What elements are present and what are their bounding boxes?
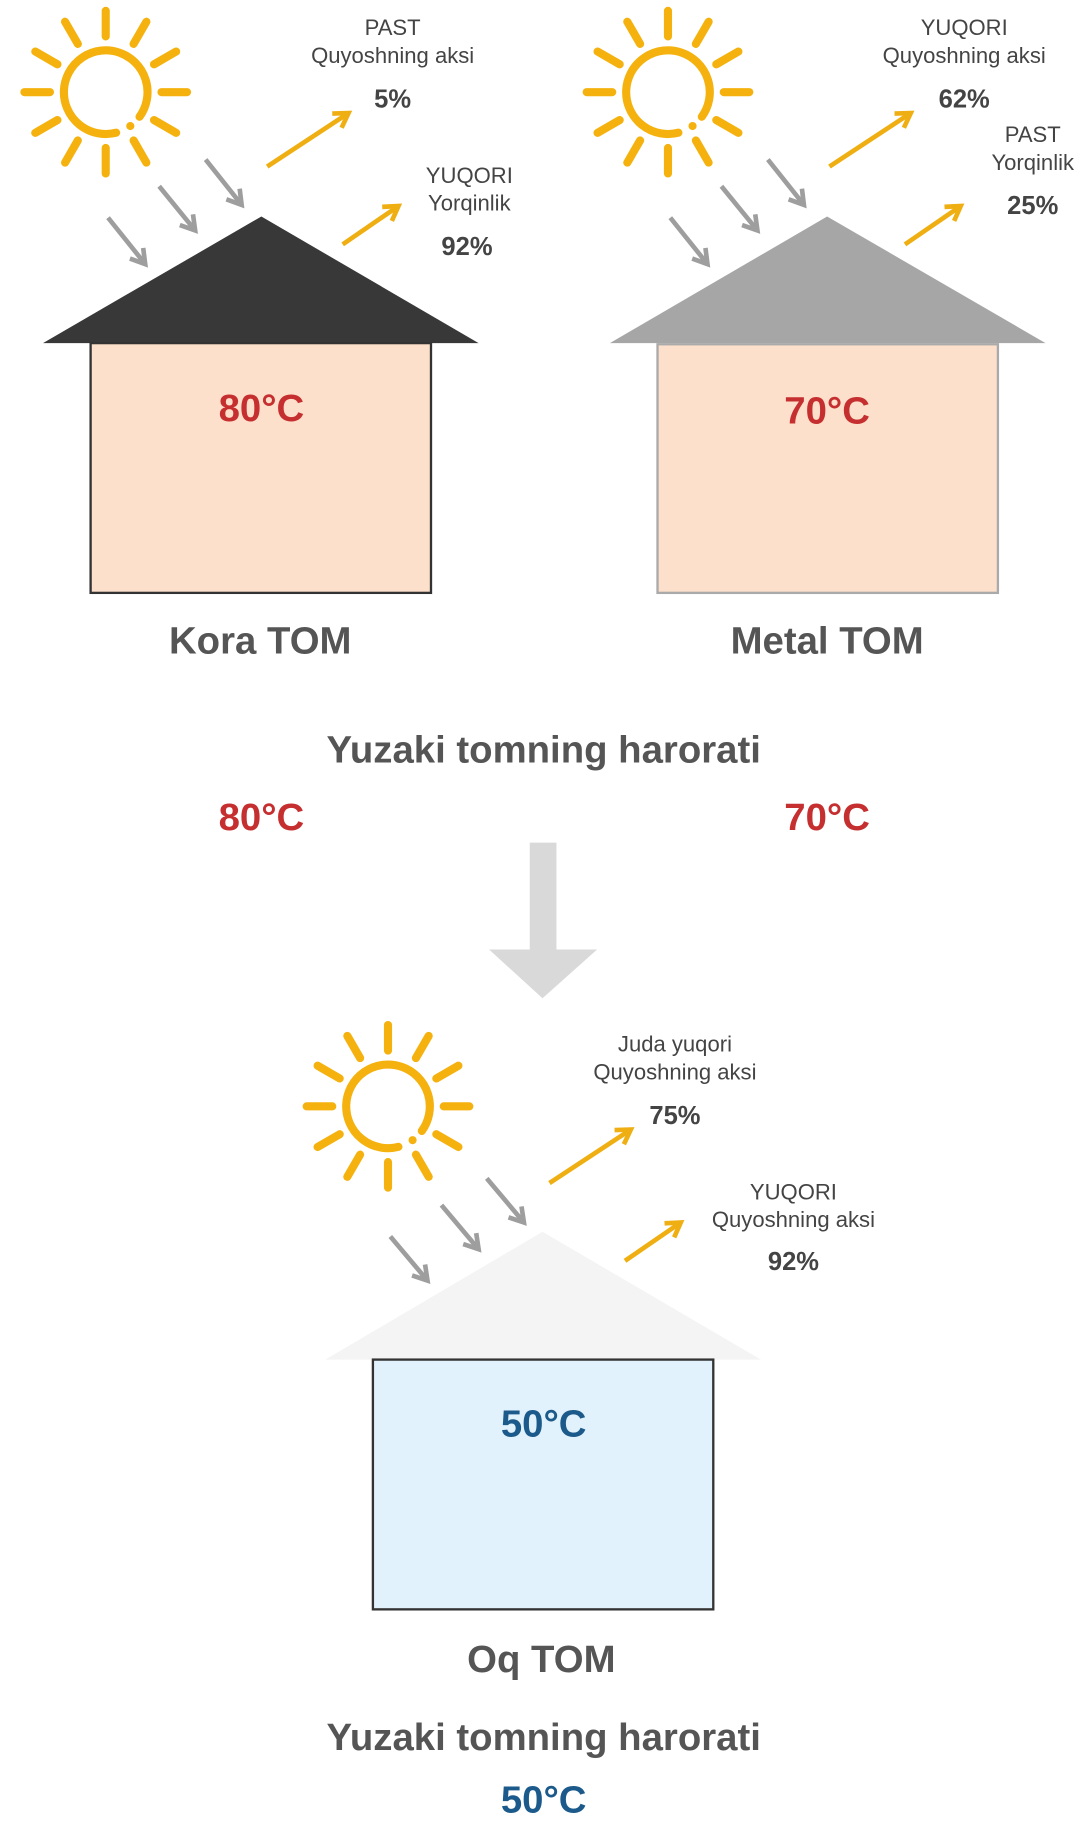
house-wall [89,341,433,595]
reflected-arrow-icon [341,203,403,247]
reflected-arrow-icon [265,110,353,169]
incoming-sunlight-arrow-icon [484,1176,527,1226]
reflect-level: PAST [365,15,421,40]
comparison-heading: Yuzaki tomning harorati [326,728,760,771]
roof-metal [609,216,1046,344]
inside-temp: 70°C [784,389,870,432]
down-arrow-icon [489,842,598,999]
reflected-arrow-icon [828,110,915,169]
sun-icon [302,1020,474,1192]
reflected-arrow-icon [903,203,965,247]
house-label: Metal TOM [731,619,924,662]
roof-white [325,1231,761,1360]
house-label: Kora TOM [169,619,351,662]
inside-temp: 80°C [219,387,305,430]
reflect-pct: 75% [649,1102,700,1130]
incoming-sunlight-arrow-icon [766,158,807,209]
reflect-pct: 62% [939,85,990,113]
reflected-arrow-icon [548,1127,635,1185]
incoming-sunlight-arrow-icon [719,184,761,234]
second-pct: 92% [768,1248,819,1276]
house-black-roof: 80°C Kora TOM PAST Quyoshning aksi 5% YU… [42,15,513,662]
second-level: YUQORI [426,163,513,188]
reflect-pct: 5% [374,85,411,113]
reflect-label: Quyoshning aksi [883,43,1046,68]
incoming-sunlight-arrow-icon [157,184,198,234]
second-label: Quyoshning aksi [712,1207,875,1232]
second-label: Yorqinlik [991,150,1075,175]
incoming-sunlight-arrow-icon [388,1234,431,1284]
incoming-sunlight-arrow-icon [203,158,245,209]
second-label: Yorqinlik [428,191,512,216]
second-level: YUQORI [750,1179,837,1204]
result-temp: 50°C [501,1779,587,1822]
house-wall [656,343,1000,595]
house-wall [371,1358,715,1611]
sun-icon [582,6,754,178]
incoming-sunlight-arrow-icon [439,1203,482,1253]
house-label: Oq TOM [467,1638,615,1681]
sun-icon [20,6,192,178]
inside-temp: 50°C [501,1402,587,1445]
house-metal-roof: 70°C Metal TOM YUQORI Quyoshning aksi 62… [609,15,1075,662]
comparison-temp-left: 80°C [219,796,305,839]
second-level: PAST [1005,122,1061,147]
reflected-arrow-icon [623,1219,685,1263]
reflect-level: Juda yuqori [618,1032,732,1057]
incoming-sunlight-arrow-icon [106,216,148,268]
second-pct: 92% [441,233,492,261]
reflect-label: Quyoshning aksi [593,1060,756,1085]
roof-black [42,216,479,344]
second-pct: 25% [1007,192,1058,220]
reflect-label: Quyoshning aksi [311,43,474,68]
incoming-sunlight-arrow-icon [668,216,711,268]
house-white-roof: 50°C Oq TOM Juda yuqori Quyoshning aksi … [325,1032,875,1681]
reflect-level: YUQORI [921,15,1008,40]
result-heading: Yuzaki tomning harorati [326,1716,760,1759]
comparison-temp-right: 70°C [784,796,870,839]
